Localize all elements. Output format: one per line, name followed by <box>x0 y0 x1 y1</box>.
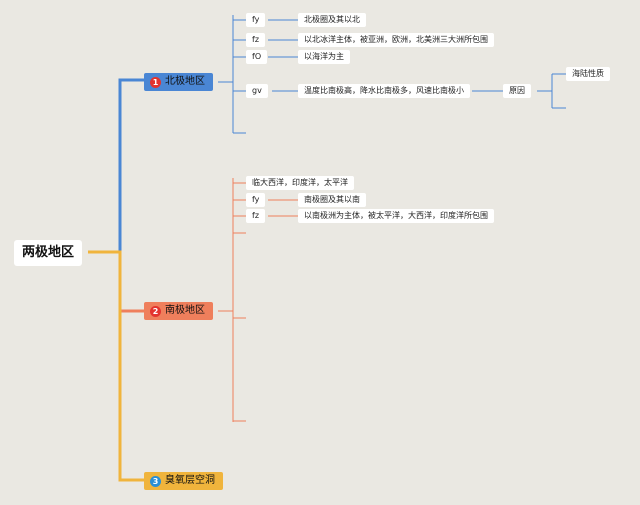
badge-3: 3 <box>150 475 161 487</box>
north-text-fo[interactable]: 以海洋为主 <box>298 50 350 64</box>
north-tag-fz[interactable]: fz <box>246 33 266 47</box>
south-tag-fz[interactable]: fz <box>246 209 266 223</box>
link-root-north <box>88 78 144 254</box>
north-reason[interactable]: 原因 <box>503 84 531 98</box>
branch-south-label: 南极地区 <box>165 305 205 316</box>
south-tag-fy[interactable]: fy <box>246 193 266 207</box>
branch-south[interactable]: 2 南极地区 <box>144 302 213 320</box>
link-root-south <box>88 250 144 313</box>
north-trunk <box>218 15 234 133</box>
south-text-fz[interactable]: 以南极洲为主体，被太平洋，大西洋，印度洋所包围 <box>298 209 494 223</box>
south-oceans[interactable]: 临大西洋，印度洋，太平洋 <box>246 176 354 190</box>
south-trunk <box>218 178 234 422</box>
north-tag-gv[interactable]: gv <box>246 84 268 98</box>
link-root-ozone <box>88 250 144 482</box>
north-text-fz[interactable]: 以北冰洋主体，被亚洲，欧洲，北美洲三大洲所包围 <box>298 33 494 47</box>
north-tag-fo[interactable]: fO <box>246 50 268 64</box>
badge-1: 1 <box>150 76 161 88</box>
north-text-fy[interactable]: 北极圈及其以北 <box>298 13 366 27</box>
north-tag-fy[interactable]: fy <box>246 13 266 27</box>
north-text-gv[interactable]: 温度比南极高，降水比南极多，风速比南极小 <box>298 84 470 98</box>
south-text-fy[interactable]: 南极圈及其以南 <box>298 193 366 207</box>
north-reason-detail[interactable]: 海陆性质 <box>566 67 610 81</box>
north-reason-fork <box>537 73 566 109</box>
branch-north-label: 北极地区 <box>165 76 205 87</box>
branch-ozone-label: 臭氧层空洞 <box>165 475 215 486</box>
root-node[interactable]: 两极地区 <box>14 240 83 266</box>
badge-2: 2 <box>150 305 161 317</box>
branch-ozone[interactable]: 3 臭氧层空洞 <box>144 472 223 490</box>
branch-north[interactable]: 1 北极地区 <box>144 73 213 91</box>
